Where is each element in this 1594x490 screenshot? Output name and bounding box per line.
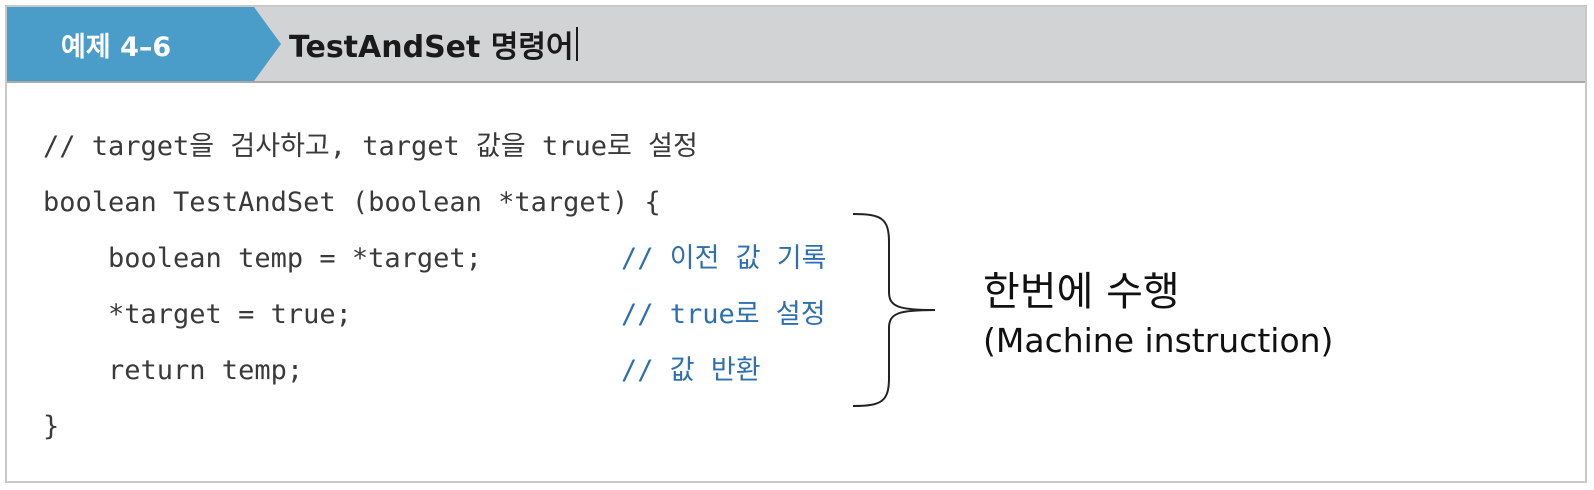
- example-box: 예제 4–6 TestAndSet 명령어 // target을 검사하고, t…: [5, 5, 1587, 483]
- comment-set-true: // true로 설정: [621, 299, 826, 330]
- code-function-signature: boolean TestAndSet (boolean *target) {: [43, 187, 661, 218]
- example-title: TestAndSet 명령어: [289, 30, 574, 65]
- annotation-atomic-execution: 한번에 수행: [983, 269, 1180, 315]
- example-number: 예제 4–6: [61, 31, 172, 63]
- example-header: 예제 4–6 TestAndSet 명령어: [7, 7, 1585, 81]
- comment-return-value: // 값 반환: [621, 355, 761, 386]
- text-cursor: [575, 27, 578, 61]
- code-line-set-target: *target = true;: [43, 299, 352, 330]
- example-number-badge: 예제 4–6: [7, 7, 281, 81]
- header-divider: [7, 81, 1585, 83]
- right-curly-brace-icon: [852, 213, 936, 407]
- code-comment-line: // target을 검사하고, target 값을 true로 설정: [43, 131, 698, 162]
- annotation-machine-instruction: (Machine instruction): [983, 321, 1334, 360]
- code-closing-brace: }: [43, 411, 60, 442]
- code-line-return: return temp;: [43, 355, 304, 386]
- comment-record-previous: // 이전 값 기록: [621, 243, 827, 274]
- code-line-temp: boolean temp = *target;: [43, 243, 482, 274]
- example-title-wrap: TestAndSet 명령어: [289, 7, 578, 81]
